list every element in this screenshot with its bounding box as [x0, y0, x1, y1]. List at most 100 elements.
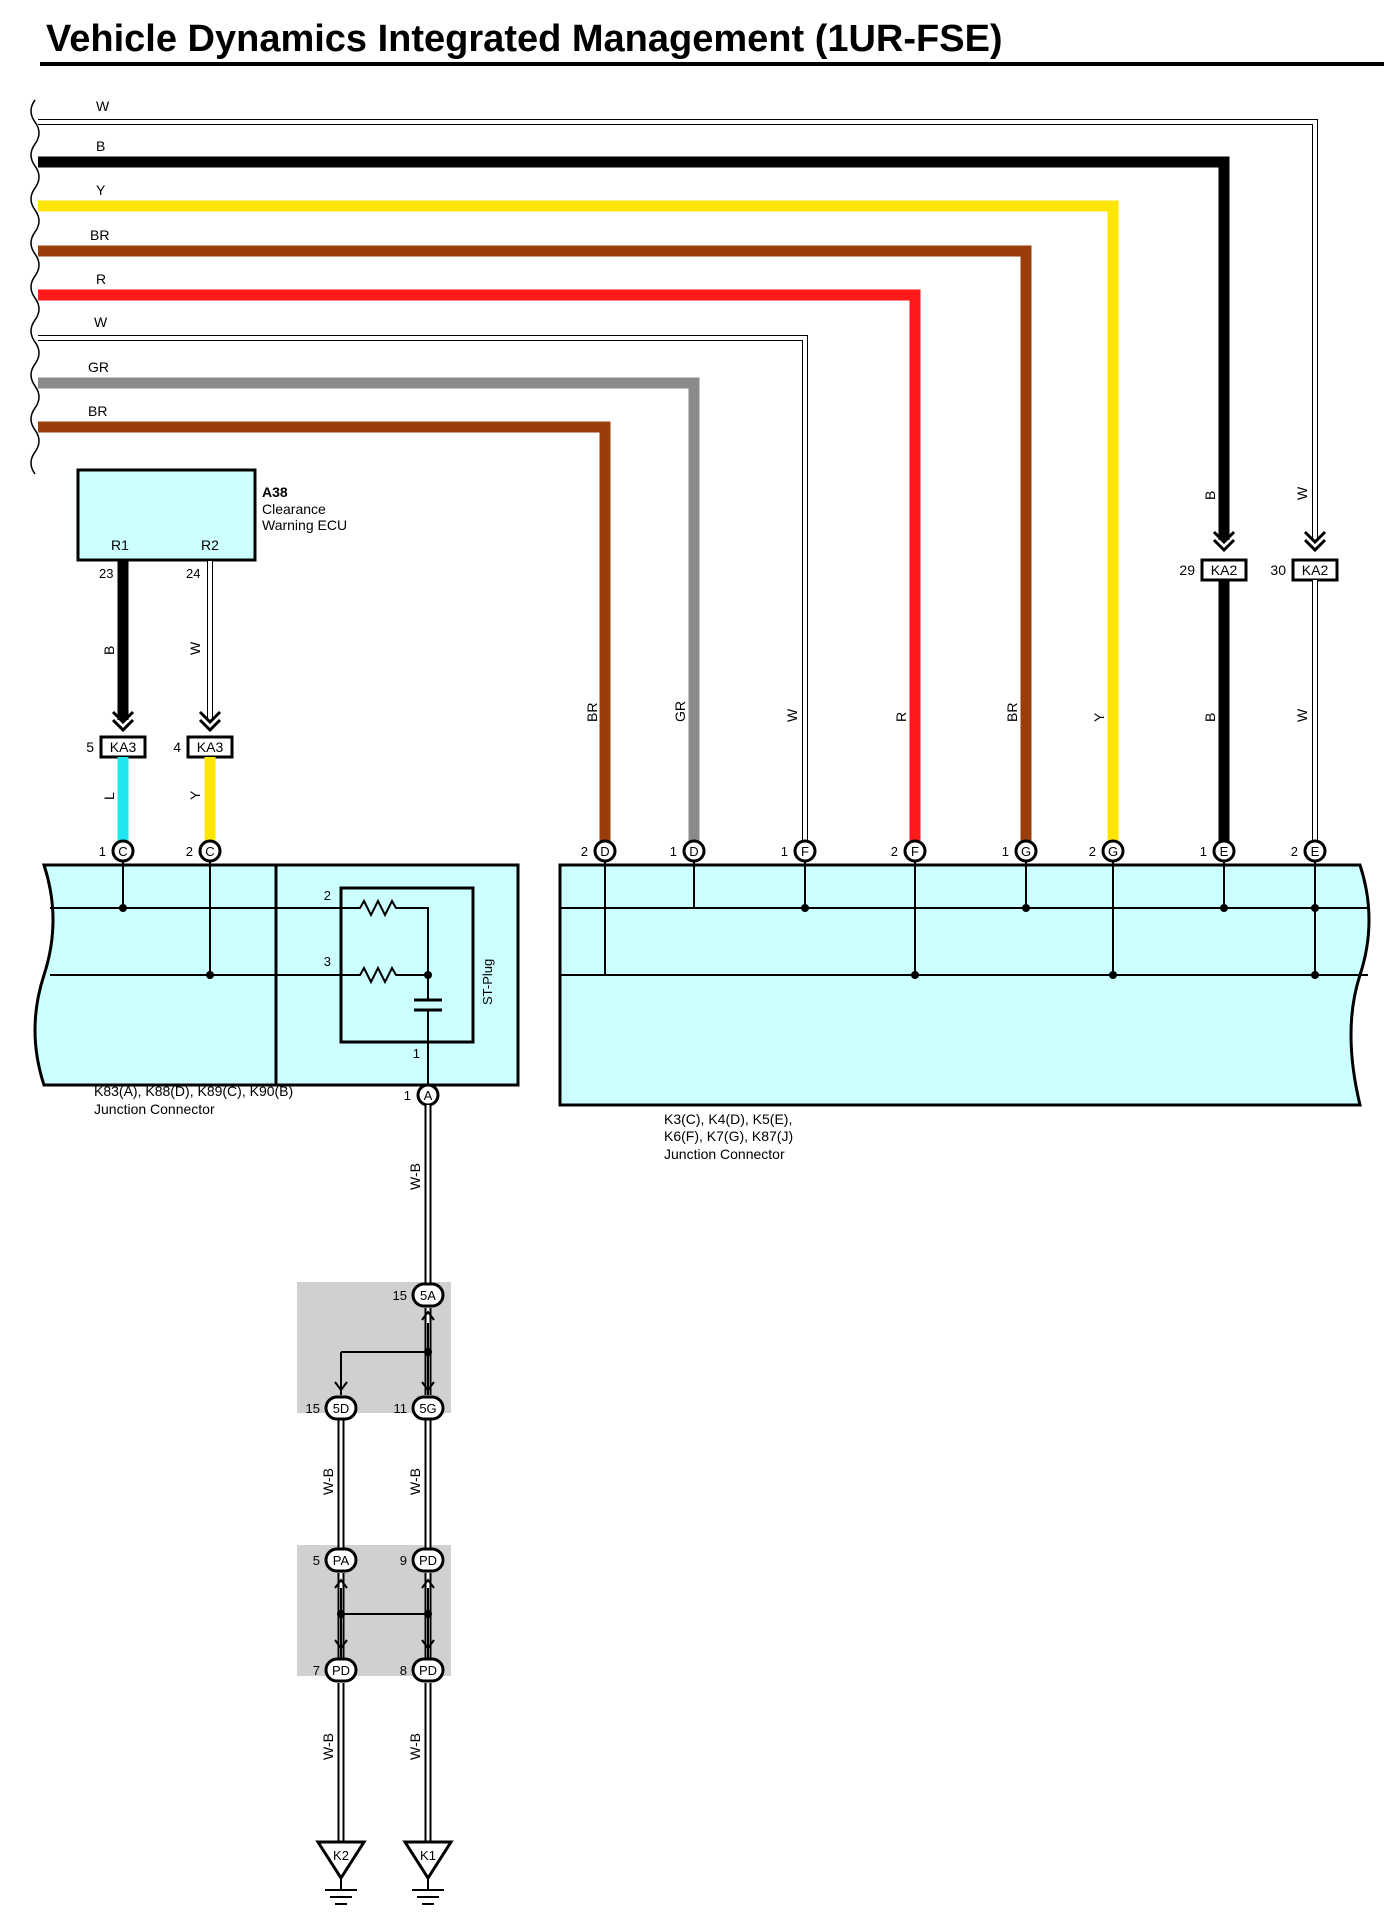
ka3-4-label: KA3 — [197, 739, 224, 755]
svg-text:A: A — [424, 1088, 433, 1103]
bus-wire-5: R — [38, 271, 921, 843]
bus-wire-1-label: W — [96, 98, 110, 114]
drop-label-g2: Y — [1091, 712, 1107, 722]
left-junction-connector: 2 3 ST-Plug 1 K83(A), K88(D), K89(C), K9… — [33, 857, 520, 1117]
svg-text:5: 5 — [313, 1553, 320, 1568]
svg-text:1: 1 — [781, 844, 788, 859]
svg-text:C: C — [205, 844, 214, 859]
left-jc-codes: K83(A), K88(D), K89(C), K90(B) — [94, 1083, 293, 1099]
resistor-1 — [341, 898, 429, 975]
svg-text:1: 1 — [404, 1088, 411, 1103]
ecu-code: A38 — [262, 484, 288, 500]
svg-text:E: E — [1311, 844, 1320, 859]
right-junction-connector: K3(C), K4(D), K5(E), K6(F), K7(G), K87(J… — [558, 857, 1371, 1162]
drop-label-w-top: W — [1294, 486, 1310, 500]
bus-wire-8-label: BR — [88, 403, 107, 419]
drop-label-b-top: B — [1202, 491, 1218, 500]
bus-wire-3: Y — [38, 182, 1119, 843]
ecu-name-line2: Warning ECU — [262, 517, 347, 533]
right-jc-name: Junction Connector — [664, 1146, 785, 1162]
wb-label-1: W-B — [407, 1163, 423, 1190]
st-plug-pin-2: 2 — [324, 888, 331, 903]
ka2-30-label: KA2 — [1302, 562, 1329, 578]
bus-wire-2: B — [38, 138, 1230, 540]
bus-wire-4-label: BR — [90, 227, 109, 243]
right-jc-pin-e1: E 1 — [1200, 839, 1236, 863]
right-jc-pin-f2: F 2 — [891, 839, 927, 863]
svg-text:1: 1 — [1200, 844, 1207, 859]
bus-wire-4: BR — [38, 227, 1032, 843]
svg-text:F: F — [911, 844, 919, 859]
wb-label-5: W-B — [407, 1733, 423, 1760]
junction-pd-8: PD 8 — [400, 1657, 445, 1683]
left-jc-pin-a1: A 1 — [404, 1083, 440, 1107]
bus-wire-8: BR — [38, 403, 611, 843]
svg-text:2: 2 — [1089, 844, 1096, 859]
ground-point-k2: K2 — [315, 1840, 367, 1905]
ground-wire-labels: W-B W-B W-B W-B W-B — [320, 1163, 423, 1760]
left-jc-pin-c2: C 2 — [186, 839, 222, 863]
svg-text:2: 2 — [581, 844, 588, 859]
svg-text:PD: PD — [419, 1663, 437, 1678]
ka3-5-label: KA3 — [110, 739, 137, 755]
svg-text:15: 15 — [393, 1288, 407, 1303]
drop-label-g1: BR — [1004, 703, 1020, 722]
ecu-terminal-r1: R1 — [111, 537, 129, 553]
drop-label-f2: R — [893, 712, 909, 722]
svg-text:8: 8 — [400, 1663, 407, 1678]
svg-text:2: 2 — [891, 844, 898, 859]
clearance-warning-ecu: R1 R2 A38 Clearance Warning ECU 23 24 — [76, 468, 347, 581]
ecu-wire-w-label: W — [187, 641, 203, 655]
junction-5a: 5A 15 — [393, 1282, 445, 1308]
svg-text:G: G — [1021, 844, 1031, 859]
right-jc-pin-g2: G 2 — [1089, 839, 1125, 863]
bus-wire-7-label: GR — [88, 359, 109, 375]
right-jc-pin-e2: E 2 — [1291, 839, 1327, 863]
bus-wire-7: GR — [38, 359, 700, 843]
st-plug-pin-3: 3 — [324, 954, 331, 969]
ka3-4-pin: 4 — [173, 739, 181, 755]
svg-text:D: D — [600, 844, 609, 859]
svg-text:PD: PD — [332, 1663, 350, 1678]
left-jc-pin-c1: C 1 — [99, 839, 135, 863]
ka3-connector-5: KA3 5 L — [86, 710, 147, 843]
ka3-5-wire-label: L — [101, 792, 117, 800]
bus-wire-5-label: R — [96, 271, 106, 287]
svg-text:15: 15 — [306, 1401, 320, 1416]
svg-text:1: 1 — [670, 844, 677, 859]
svg-text:1: 1 — [1002, 844, 1009, 859]
ka2-30-pin: 30 — [1270, 562, 1286, 578]
wb-label-3: W-B — [407, 1468, 423, 1495]
ground-wires — [334, 1105, 435, 1852]
ka2-29-label: KA2 — [1211, 562, 1238, 578]
right-jc-pin-d1: D 1 — [670, 839, 706, 863]
junction-5g: 5G 11 — [394, 1395, 445, 1421]
ecu-pin-24: 24 — [186, 566, 200, 581]
ka3-5-pin: 5 — [86, 739, 94, 755]
bus-wire-6: W — [38, 314, 808, 843]
wb-label-2: W-B — [320, 1468, 336, 1495]
resistor-2 — [341, 965, 428, 985]
ecu-wire-b-label: B — [101, 646, 117, 655]
wb-label-4: W-B — [320, 1733, 336, 1760]
svg-text:F: F — [801, 844, 809, 859]
svg-text:9: 9 — [400, 1553, 407, 1568]
right-jc-pin-g1: G 1 — [1002, 839, 1038, 863]
ka3-4-wire-label: Y — [187, 790, 203, 800]
svg-text:G: G — [1108, 844, 1118, 859]
svg-text:PA: PA — [333, 1553, 350, 1568]
right-jc-codes-1: K3(C), K4(D), K5(E), — [664, 1111, 792, 1127]
svg-text:2: 2 — [186, 844, 193, 859]
svg-text:2: 2 — [1291, 844, 1298, 859]
ground-point-k1: K1 — [402, 1840, 454, 1905]
bus-wire-3-label: Y — [96, 182, 106, 198]
svg-text:K2: K2 — [333, 1848, 349, 1863]
svg-text:D: D — [689, 844, 698, 859]
svg-text:7: 7 — [313, 1663, 320, 1678]
junction-5d: 5D 15 — [306, 1395, 358, 1421]
svg-text:PD: PD — [419, 1553, 437, 1568]
page-title: Vehicle Dynamics Integrated Management (… — [46, 18, 1003, 60]
right-drop-labels: BR GR W R BR Y B W B W — [584, 486, 1310, 722]
junction-pa: PA 5 — [313, 1547, 358, 1573]
svg-text:1: 1 — [99, 844, 106, 859]
